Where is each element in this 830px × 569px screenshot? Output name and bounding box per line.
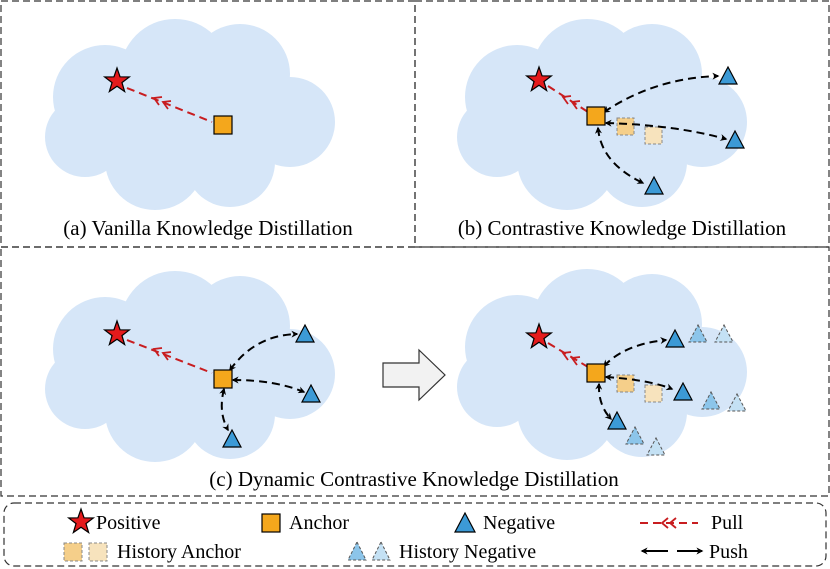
- panel-a-diagram: [104, 67, 233, 135]
- history-negative-triangle: [646, 436, 666, 456]
- push-arrow: [229, 330, 299, 372]
- legend-anchor-label: Anchor: [289, 512, 349, 534]
- negative-triangle: [607, 410, 627, 430]
- legend-push-label: Push: [709, 541, 748, 563]
- legend: Positive Anchor Negative Pull History An…: [63, 508, 748, 563]
- negative-triangle: [673, 381, 693, 401]
- history-negative-triangle: [714, 323, 734, 343]
- panel-c-frame: [0, 246, 830, 497]
- legend-negative-icon: [454, 511, 476, 533]
- pull-chevron: [561, 95, 581, 110]
- panel-c-caption: (c) Dynamic Contrastive Knowledge Distil…: [209, 467, 619, 491]
- push-arrow: [602, 72, 720, 113]
- negative-triangle: [718, 65, 738, 85]
- panel-b-caption: (b) Contrastive Knowledge Distillation: [458, 216, 787, 240]
- history-negative-triangle: [688, 323, 708, 343]
- negative-triangle: [725, 129, 745, 149]
- negative-triangle: [644, 175, 664, 195]
- history-anchor-square: [644, 126, 663, 145]
- cloud-c-left: [45, 271, 335, 462]
- legend-pull-chevron: [660, 517, 677, 529]
- negative-triangle: [295, 323, 315, 343]
- history-negative-triangle: [727, 392, 747, 412]
- push-arrow: [594, 126, 645, 184]
- negative-triangle: [665, 328, 685, 348]
- legend-history-negative-label: History Negative: [399, 541, 536, 563]
- history-anchor-square: [644, 384, 663, 403]
- pull-line: [547, 85, 589, 113]
- transition-arrow-icon: [382, 348, 446, 402]
- history-anchor-square: [616, 117, 635, 136]
- history-negative-triangle: [701, 390, 721, 410]
- legend-anchor-icon: [261, 513, 281, 533]
- negative-triangle: [301, 383, 321, 403]
- legend-frame: [3, 502, 827, 567]
- legend-history-negative-icon: [371, 540, 391, 561]
- panel-c-static-diagram: [104, 320, 321, 448]
- pull-chevron: [152, 347, 172, 361]
- panel-a-caption: (a) Vanilla Knowledge Distillation: [63, 216, 353, 240]
- negative-triangle: [222, 428, 242, 448]
- push-arrow: [603, 337, 668, 368]
- legend-negative-label: Negative: [483, 512, 555, 534]
- push-arrow: [231, 376, 306, 394]
- pull-line: [126, 87, 213, 123]
- legend-history-anchor-icon: [63, 542, 83, 562]
- pull-chevron: [152, 96, 172, 110]
- legend-history-negative-icon: [347, 540, 367, 561]
- legend-positive-icon: [68, 508, 94, 534]
- pull-chevron: [561, 351, 581, 366]
- push-arrow: [219, 387, 229, 432]
- pull-line: [126, 339, 213, 374]
- anchor-square: [586, 363, 606, 383]
- panel-c-dynamic-diagram: [526, 323, 747, 456]
- legend-pull-label: Pull: [711, 512, 744, 534]
- history-negative-triangle: [625, 425, 645, 445]
- push-arrow: [604, 373, 674, 391]
- legend-history-anchor-label: History Anchor: [117, 541, 241, 563]
- legend-positive-label: Positive: [96, 512, 161, 534]
- anchor-square: [213, 369, 233, 389]
- cloud-a: [45, 19, 335, 210]
- pull-line: [547, 342, 589, 368]
- anchor-square: [586, 106, 606, 126]
- anchor-square: [213, 115, 233, 135]
- push-arrow: [595, 382, 612, 421]
- push-arrow: [604, 119, 728, 141]
- legend-history-anchor-icon: [88, 542, 108, 562]
- panel-b-diagram: [526, 65, 745, 195]
